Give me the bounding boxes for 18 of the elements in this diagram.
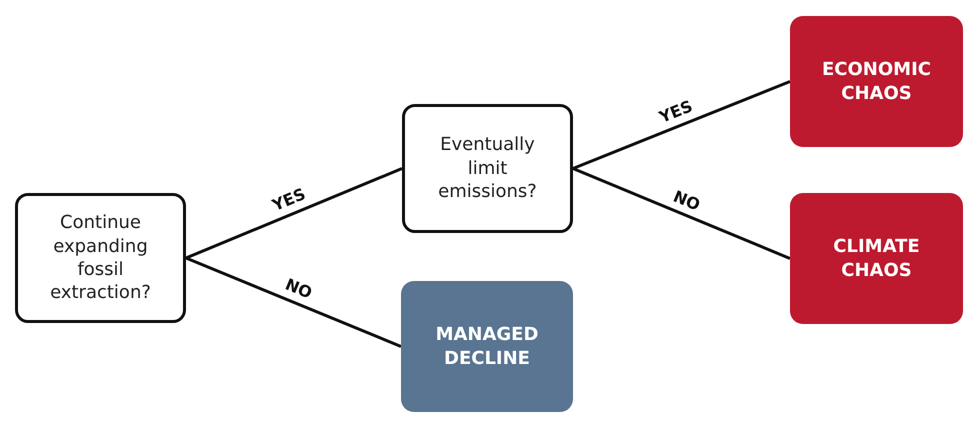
decision-box [15,193,186,323]
node-text: MANAGED DECLINE [434,323,540,370]
edge-label: NO [671,188,702,214]
outcome-box [401,281,573,412]
connector-line [185,256,402,348]
outcome-box [790,16,963,147]
decision-box [402,104,573,233]
node-text: ECONOMIC CHAOS [821,58,932,105]
node-text: Eventually limit emissions? [437,133,538,204]
connector-line [572,167,791,260]
connector-line [572,80,791,170]
node-text: CLIMATE CHAOS [832,235,921,282]
edge-label: YES [658,98,696,126]
outcome-box [790,193,963,324]
connector-line [185,167,403,260]
edge-label: YES [270,186,308,214]
node-text: Continue expanding fossil extraction? [49,211,152,305]
edge-label: NO [283,276,314,302]
